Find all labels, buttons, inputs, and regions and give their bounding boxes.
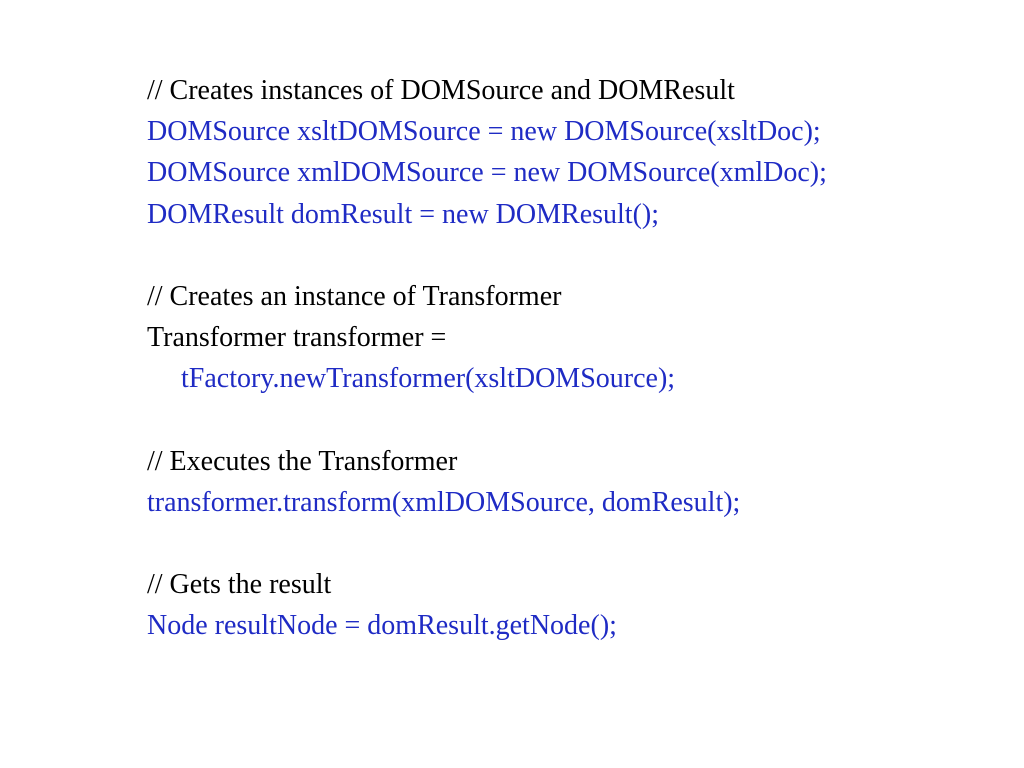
comment-line-get-result: // Gets the result xyxy=(147,569,332,601)
code-listing: // Creates instances of DOMSource and DO… xyxy=(147,70,1007,647)
comment-line-execute-transformer: // Executes the Transformer xyxy=(147,445,458,477)
code-line-transform-call: transformer.transform(xmlDOMSource, domR… xyxy=(147,486,741,518)
code-line-get-node: Node resultNode = domResult.getNode(); xyxy=(147,610,617,642)
code-line-transformer-declaration: Transformer transformer = xyxy=(147,322,447,354)
code-line-xml-domsource: DOMSource xmlDOMSource = new DOMSource(x… xyxy=(147,157,827,189)
blank-line xyxy=(147,235,1007,276)
comment-line-create-instances: // Creates instances of DOMSource and DO… xyxy=(147,75,735,106)
blank-line xyxy=(147,523,1007,564)
code-line-domresult: DOMResult domResult = new DOMResult(); xyxy=(147,198,659,230)
code-line-new-transformer: tFactory.newTransformer(xsltDOMSource); xyxy=(181,363,676,395)
comment-line-create-transformer: // Creates an instance of Transformer xyxy=(147,280,562,312)
code-line-xslt-domsource: DOMSource xsltDOMSource = new DOMSource(… xyxy=(147,116,821,148)
blank-line xyxy=(147,400,1007,441)
